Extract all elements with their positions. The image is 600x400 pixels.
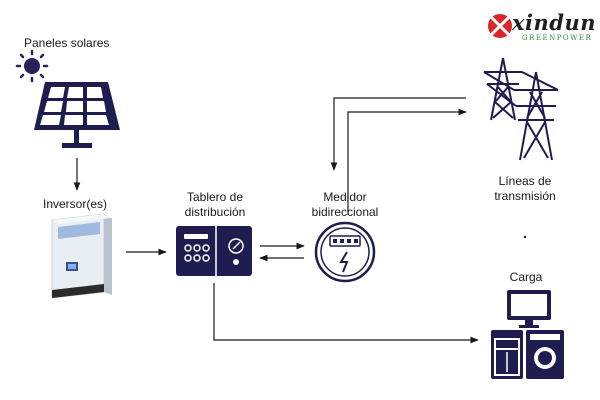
label-solar-panels: Paneles solares [24,36,110,50]
transmission-tower-icon [483,57,559,161]
brand-tagline: GREENPOWER [522,34,593,42]
label-distribution-board: Tablero de distribución [160,190,270,220]
label-distribution-board-line2: distribución [184,205,246,219]
label-meter-line1: Medidor [323,190,367,204]
label-inverter: Inversor(es) [42,197,107,211]
xindun-logo-mark [488,14,512,38]
label-meter-line2: bidireccional [311,205,379,219]
label-bidirectional-meter: Medidor bidireccional [290,190,400,220]
arrow-meter-to-grid [347,108,467,215]
bidirectional-meter-icon [314,221,376,283]
label-grid-line1: Líneas de [498,174,552,188]
arrow-board-to-load [213,283,479,344]
appliances-icon [491,290,564,379]
label-grid-line2: transmisión [494,189,556,203]
inverter-icon [51,213,112,299]
distribution-board-icon [176,226,252,276]
sun-icon [15,49,49,83]
label-distribution-board-line1: Tablero de [186,190,244,204]
label-load: Carga [509,270,543,284]
label-transmission-lines: Líneas de transmisión [470,174,580,204]
brand-name: xindun [512,10,596,35]
solar-panel-icon [34,82,120,148]
separator-dot [523,235,527,239]
arrow-grid-to-meter [330,97,466,171]
